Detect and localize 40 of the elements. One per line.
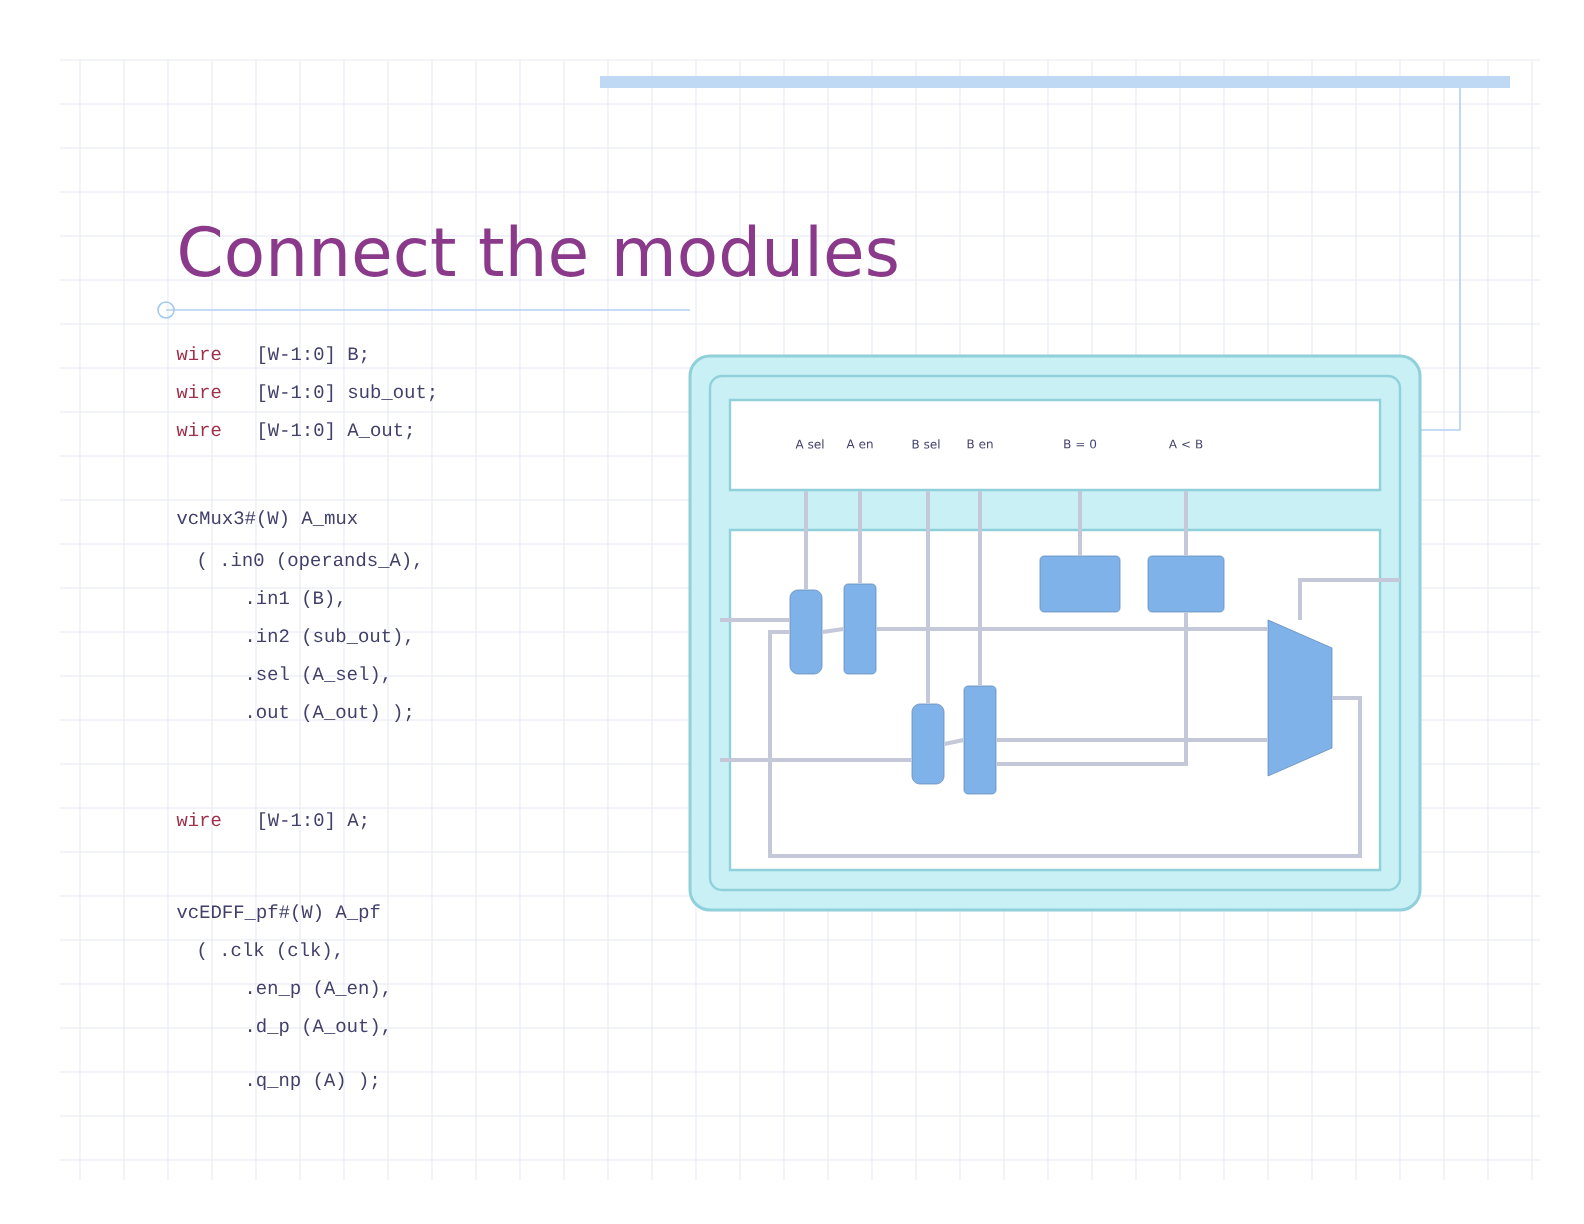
comparator-block	[1039, 555, 1121, 613]
code-line: vcEDFF_pf#(W) A_pf	[177, 904, 380, 922]
code-line: .out (A_out) );	[249, 704, 411, 722]
code-line: [W-1:0] A_out;	[260, 422, 412, 440]
wire	[978, 491, 982, 686]
code-line: .en_p (A_en),	[249, 980, 388, 998]
mux-block	[789, 589, 823, 675]
wire	[1184, 491, 1188, 556]
code-line: [W-1:0] sub_out;	[260, 384, 435, 402]
code-line: .in1 (B),	[249, 590, 342, 608]
code-line: .sel (A_sel),	[249, 666, 388, 684]
code-line: [W-1:0] A;	[260, 812, 366, 830]
mux-block	[911, 703, 945, 785]
code-line: ( .clk (clk),	[199, 942, 340, 960]
panel-box	[728, 398, 1382, 492]
register-block	[963, 685, 997, 795]
code-keyword: wire	[176, 812, 221, 827]
code-keyword: wire	[176, 346, 221, 361]
code-line: [W-1:0] B;	[260, 346, 366, 364]
wire	[768, 630, 1362, 858]
subtractor-block	[1267, 619, 1333, 777]
code-keyword: wire	[176, 422, 221, 437]
wire	[822, 627, 844, 634]
wire	[858, 491, 862, 584]
title: Connect the modules	[180, 224, 897, 277]
wire	[944, 738, 964, 746]
wire	[996, 612, 1188, 766]
code-line: ( .in0 (operands_A),	[199, 552, 419, 570]
wire	[804, 491, 808, 590]
comparator-block	[1147, 555, 1225, 613]
code-line: vcMux3#(W) A_mux	[177, 510, 358, 528]
wire	[926, 491, 930, 704]
wire	[996, 738, 1268, 742]
register-block	[843, 583, 877, 675]
code-keyword: wire	[176, 384, 221, 399]
code-line: .d_p (A_out),	[249, 1018, 388, 1036]
code-line: .q_np (A) );	[249, 1072, 377, 1090]
wire	[876, 627, 1268, 631]
code-line: .in2 (sub_out),	[249, 628, 410, 646]
wire	[1078, 491, 1082, 556]
